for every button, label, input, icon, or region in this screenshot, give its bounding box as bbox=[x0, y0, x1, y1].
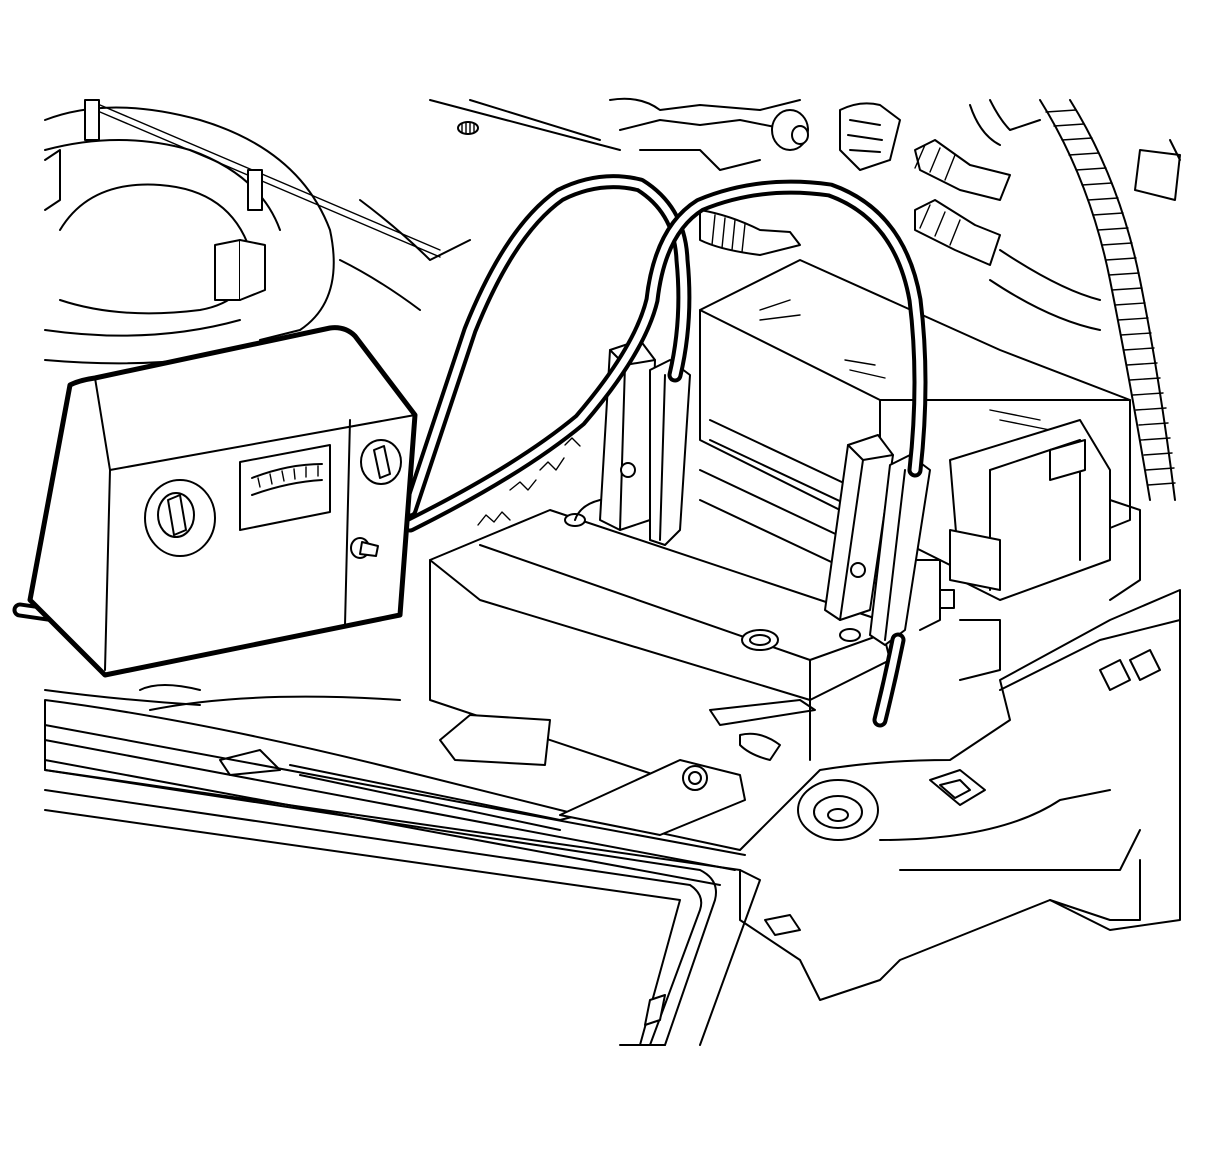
meter-gauge bbox=[239, 444, 331, 531]
battery-side-markings bbox=[477, 437, 581, 526]
selector-knob bbox=[360, 439, 402, 485]
toggle-switch bbox=[350, 537, 379, 559]
control-knob bbox=[144, 479, 216, 557]
battery-clamp-negative bbox=[574, 339, 691, 546]
radiator-support bbox=[44, 589, 1181, 1001]
wiring-harness bbox=[609, 97, 901, 256]
lower-frame-rail bbox=[44, 769, 761, 1046]
corrugated-conduit bbox=[989, 99, 1176, 501]
engine-cover-lines bbox=[339, 99, 621, 311]
air-cleaner-housing bbox=[44, 99, 441, 365]
hoses bbox=[914, 99, 1181, 266]
battery-clamp-positive bbox=[824, 434, 931, 646]
jumper-cables bbox=[402, 174, 928, 728]
battery-charger bbox=[27, 325, 418, 678]
